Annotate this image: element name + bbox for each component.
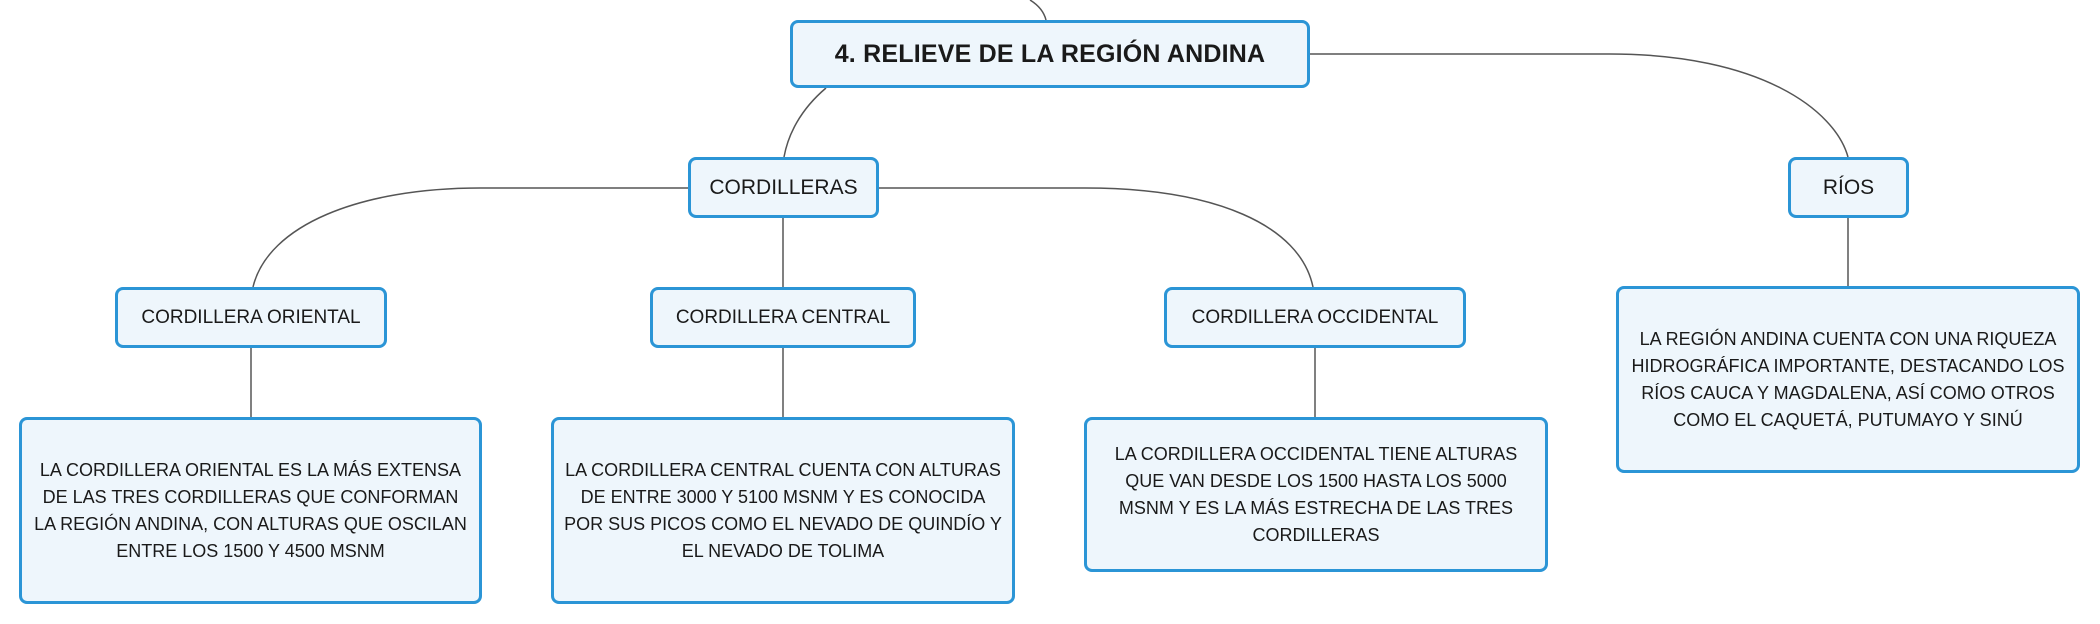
- connector-cordilleras-to-oriental: [252, 187, 688, 288]
- detail-cordillera-oriental-text: LA CORDILLERA ORIENTAL ES LA MÁS EXTENSA…: [34, 459, 467, 561]
- topic-rios-label: RÍOS: [1822, 175, 1875, 199]
- topic-cordillera-occidental-label: CORDILLERA OCCIDENTAL: [1191, 306, 1439, 328]
- topic-cordilleras[interactable]: CORDILLERAS: [688, 157, 879, 218]
- connector-root-to-rios: [1310, 53, 1849, 158]
- connector-root-to-cordilleras: [783, 87, 827, 158]
- detail-rios-text: LA REGIÓN ANDINA CUENTA CON UNA RIQUEZA …: [1631, 328, 2065, 430]
- detail-cordillera-central[interactable]: LA CORDILLERA CENTRAL CUENTA CON ALTURAS…: [551, 417, 1015, 604]
- detail-rios[interactable]: LA REGIÓN ANDINA CUENTA CON UNA RIQUEZA …: [1616, 286, 2080, 473]
- detail-cordillera-occidental-text: LA CORDILLERA OCCIDENTAL TIENE ALTURAS Q…: [1114, 443, 1518, 545]
- topic-cordillera-oriental[interactable]: CORDILLERA ORIENTAL: [115, 287, 387, 348]
- topic-cordillera-central[interactable]: CORDILLERA CENTRAL: [650, 287, 916, 348]
- topic-cordillera-central-label: CORDILLERA CENTRAL: [675, 306, 891, 328]
- connector-cordilleras-to-occidental: [879, 187, 1314, 288]
- root-topic-label: 4. RELIEVE DE LA REGIÓN ANDINA: [834, 39, 1266, 68]
- topic-cordillera-occidental[interactable]: CORDILLERA OCCIDENTAL: [1164, 287, 1466, 348]
- detail-cordillera-oriental[interactable]: LA CORDILLERA ORIENTAL ES LA MÁS EXTENSA…: [19, 417, 482, 604]
- topic-rios[interactable]: RÍOS: [1788, 157, 1909, 218]
- detail-cordillera-central-text: LA CORDILLERA CENTRAL CUENTA CON ALTURAS…: [564, 459, 1002, 561]
- root-topic[interactable]: 4. RELIEVE DE LA REGIÓN ANDINA: [790, 20, 1310, 88]
- topic-cordilleras-label: CORDILLERAS: [709, 175, 858, 199]
- connector-parent-to-root: [1029, 0, 1047, 21]
- detail-cordillera-occidental[interactable]: LA CORDILLERA OCCIDENTAL TIENE ALTURAS Q…: [1084, 417, 1548, 572]
- topic-cordillera-oriental-label: CORDILLERA ORIENTAL: [141, 306, 361, 328]
